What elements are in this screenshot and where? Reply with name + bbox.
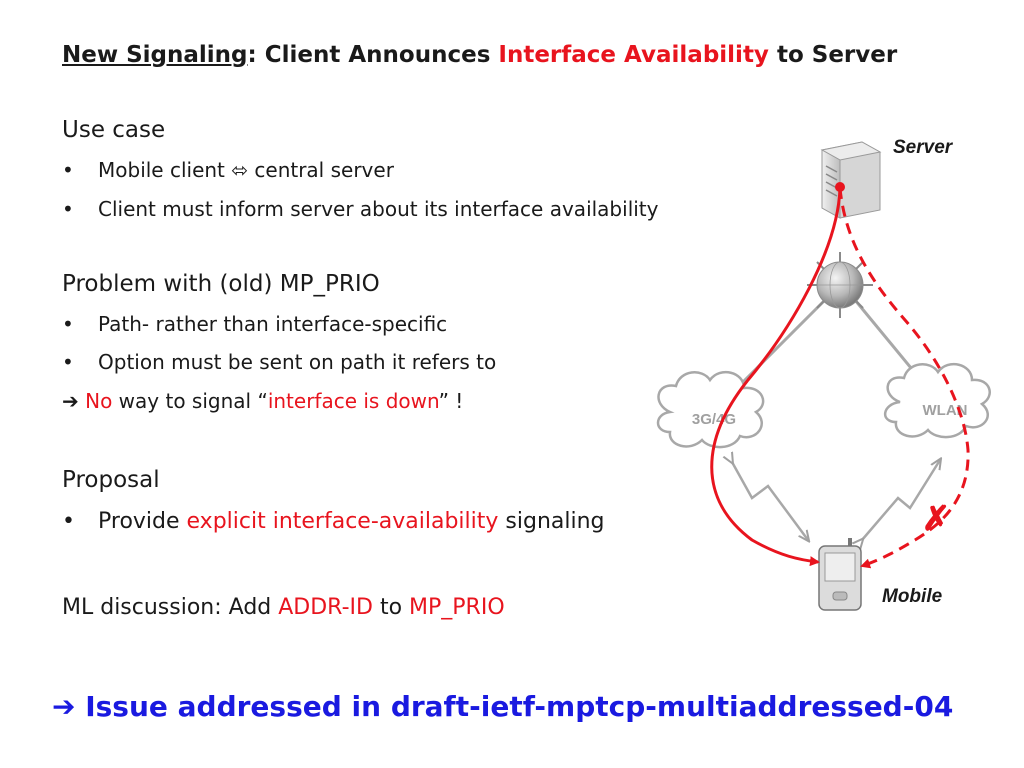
problem-conclusion: ➔ No way to signal “interface is down” ! [62,389,463,413]
conclusion-text: way to signal “ [112,389,268,413]
cloud-wlan-label: WLAN [923,402,968,419]
ml-text: to [372,595,410,620]
cloud-wlan-icon [884,362,991,439]
bullet-text: central server [248,158,394,182]
bullet-dot: • [62,158,74,182]
bullet-dot: • [62,350,74,374]
double-arrow-icon: ⬄ [231,158,249,182]
link-failure-mark: ✗ [922,500,951,538]
interface-down-text: interface is down [267,389,439,413]
bullet-dot: • [62,312,74,336]
bullet-dot: • [62,197,74,221]
bullet-text: Mobile client [98,158,232,182]
no-text: No [85,389,113,413]
problem-bullet-1: • Path- rather than interface-specific [62,312,447,336]
arrow-right-icon: ➔ [52,690,76,723]
wireless-link-3g [732,462,808,540]
globe-icon [807,252,873,318]
use-case-bullet-1: • Mobile client ⬄ central server [62,158,394,182]
title-part2: to Server [768,42,898,68]
link-globe-3g [733,298,827,392]
title-part1: Client Announces [256,42,499,68]
bullet-text: Path- rather than interface-specific [98,312,448,336]
bullet-text: Client must inform server about its inte… [98,197,659,221]
bullet-text: Provide [98,509,187,534]
cloud-3g-icon [656,370,765,449]
bullet-text: signaling [498,509,605,534]
ml-discussion: ML discussion: Add ADDR-ID to MP_PRIO [62,595,505,620]
use-case-bullet-2: • Client must inform server about its int… [62,197,658,221]
network-diagram: 3G/4G WLAN ✗ [656,141,991,611]
bullet-text: Option must be sent on path it refers to [98,350,497,374]
problem-heading: Problem with (old) MP_PRIO [62,271,380,297]
footer-text: Issue addressed in draft-ietf-mptcp-mult… [85,690,954,723]
proposal-highlight: explicit interface-availability [186,509,499,534]
mp-prio-text: MP_PRIO [409,595,505,620]
addr-id-text: ADDR-ID [278,595,373,620]
title-underlined: New Signaling [62,42,248,68]
ml-text: ML discussion: Add [62,595,279,620]
conclusion-text: ” ! [438,389,464,413]
arrow-right-icon: ➔ [62,389,79,413]
mobile-label: Mobile [882,586,943,607]
problem-bullet-2: • Option must be sent on path it refers t… [62,350,496,374]
server-icon [820,141,882,219]
wireless-link-wlan [862,460,940,540]
server-endpoint-dot [835,182,845,192]
cloud-3g-label: 3G/4G [692,411,736,428]
use-case-heading: Use case [62,117,166,143]
bullet-dot: • [62,509,75,534]
proposal-heading: Proposal [62,467,160,493]
title-highlight: Interface Availability [498,42,769,68]
server-label: Server [893,137,953,158]
title-colon: : [247,42,257,68]
footer-note: ➔ Issue addressed in draft-ietf-mptcp-mu… [52,690,953,723]
slide-title: New Signaling: Client Announces Interfac… [62,42,897,68]
active-path [710,187,842,567]
mobile-phone-icon [818,538,862,611]
backup-path-dashed [838,187,970,569]
proposal-bullet-1: • Provide explicit interface-availability… [62,509,605,534]
